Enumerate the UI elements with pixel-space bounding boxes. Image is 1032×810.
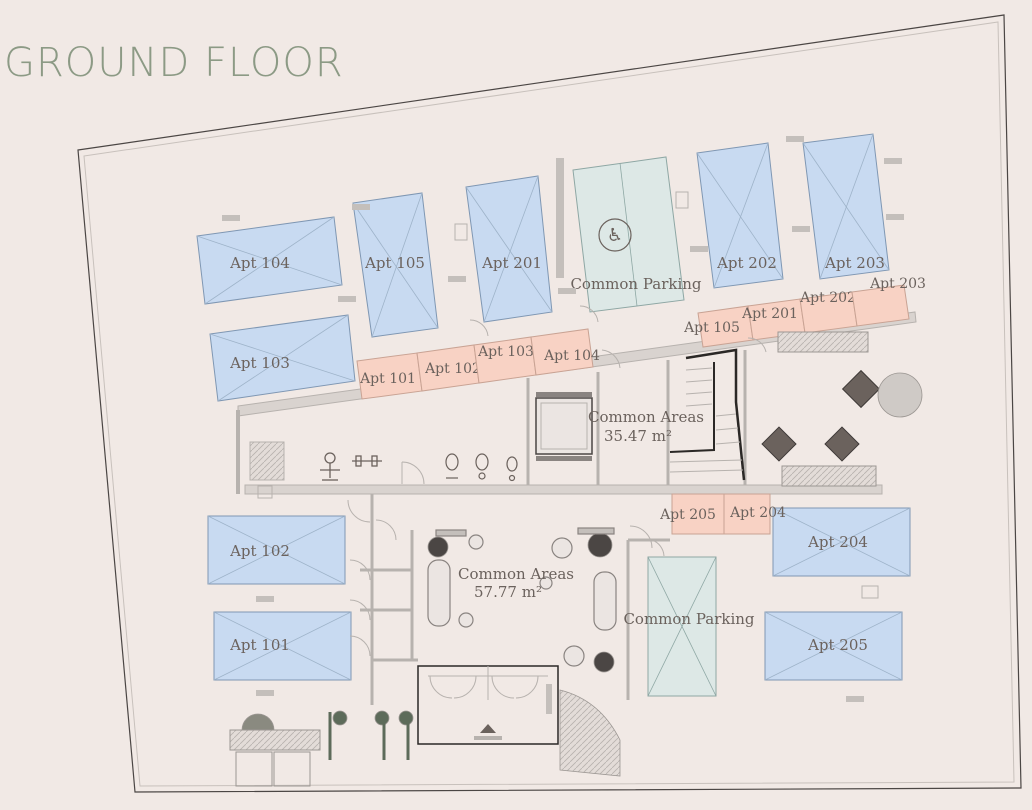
sofa-icon bbox=[427, 527, 617, 667]
parking-spaces: Apt 104 Apt 105 Apt 201 ♿ Common Parking bbox=[196, 133, 911, 697]
parking-label: Apt 203 bbox=[824, 254, 885, 272]
storage-apt-101[interactable]: Apt 101 bbox=[356, 352, 423, 400]
common-area-size: 57.77 m² bbox=[474, 583, 542, 601]
parking-label: Apt 201 bbox=[481, 254, 542, 272]
parking-space-apt-103[interactable]: Apt 103 bbox=[209, 314, 356, 402]
storage-apt-201[interactable]: Apt 201 bbox=[741, 298, 806, 341]
storage-apt-105[interactable]: Apt 105 bbox=[683, 305, 754, 348]
table-chairs-icon bbox=[761, 369, 881, 462]
storage-label: Apt 202 bbox=[799, 290, 856, 306]
parking-space-apt-201[interactable]: Apt 201 bbox=[465, 175, 553, 323]
lower-walls bbox=[360, 350, 747, 705]
parking-label: Apt 204 bbox=[807, 533, 868, 551]
parking-space-apt-202[interactable]: Apt 202 bbox=[696, 142, 784, 289]
parking-label: Apt 103 bbox=[229, 354, 290, 372]
storage-label: Apt 102 bbox=[424, 361, 481, 377]
storage-label: Apt 204 bbox=[729, 505, 786, 521]
parking-label: Common Parking bbox=[570, 275, 701, 293]
parking-space-common-1[interactable]: ♿ Common Parking bbox=[570, 156, 702, 313]
common-area-name: Common Areas bbox=[588, 408, 704, 426]
storage-label: Apt 201 bbox=[741, 306, 798, 322]
parking-space-apt-105[interactable]: Apt 105 bbox=[352, 192, 439, 338]
elevator-icon bbox=[535, 392, 593, 461]
plot-boundary-inner bbox=[83, 21, 1015, 787]
gym-equipment-icon bbox=[320, 452, 382, 481]
common-area-name: Common Areas bbox=[458, 565, 574, 583]
storage-apt-204[interactable]: Apt 204 bbox=[723, 493, 786, 535]
common-area-lower[interactable]: Common Areas 57.77 m² bbox=[458, 565, 574, 601]
page-title: GROUND FLOOR bbox=[4, 40, 344, 86]
garden-planter bbox=[229, 712, 410, 787]
parking-space-apt-205[interactable]: Apt 205 bbox=[764, 611, 903, 681]
parking-label: Apt 202 bbox=[716, 254, 777, 272]
storage-label: Apt 105 bbox=[683, 320, 740, 336]
staircase-icon bbox=[669, 348, 746, 481]
storage-apt-103[interactable]: Apt 103 bbox=[473, 336, 537, 384]
parking-label: Apt 205 bbox=[807, 636, 868, 654]
parking-space-apt-102[interactable]: Apt 102 bbox=[207, 515, 346, 585]
storage-label: Apt 203 bbox=[869, 276, 926, 292]
parking-space-apt-204[interactable]: Apt 204 bbox=[772, 507, 911, 577]
sink-icon bbox=[249, 441, 285, 499]
storage-apt-203[interactable]: Apt 203 bbox=[851, 276, 926, 327]
parking-space-common-2[interactable]: Common Parking bbox=[623, 556, 755, 697]
storage-units: Apt 101 Apt 102 Apt 103 Apt 104 Apt 105 … bbox=[356, 276, 926, 535]
storage-apt-205[interactable]: Apt 205 bbox=[659, 493, 725, 535]
door-icon bbox=[347, 305, 767, 657]
entrance-lobby[interactable] bbox=[417, 665, 559, 745]
wheelchair-icon bbox=[598, 218, 632, 252]
wheelchair-icon-glyph: ♿ bbox=[607, 225, 623, 246]
parking-space-apt-101[interactable]: Apt 101 bbox=[213, 611, 352, 681]
plot-boundary bbox=[77, 14, 1022, 793]
storage-label: Apt 205 bbox=[659, 507, 716, 523]
storage-label: Apt 101 bbox=[359, 371, 416, 387]
toilet-icon bbox=[445, 453, 518, 482]
parking-label: Apt 105 bbox=[364, 254, 425, 272]
parking-space-apt-203[interactable]: Apt 203 bbox=[802, 133, 890, 280]
storage-label: Apt 103 bbox=[477, 344, 534, 360]
common-area-size: 35.47 m² bbox=[604, 427, 672, 445]
entrance-arrow-icon bbox=[480, 724, 496, 733]
storage-apt-202[interactable]: Apt 202 bbox=[799, 290, 858, 334]
parking-label: Apt 104 bbox=[229, 254, 290, 272]
parking-label: Common Parking bbox=[623, 610, 754, 628]
storage-label: Apt 104 bbox=[543, 348, 600, 364]
parking-space-apt-104[interactable]: Apt 104 bbox=[196, 216, 343, 305]
parking-label: Apt 102 bbox=[229, 542, 290, 560]
storage-apt-104[interactable]: Apt 104 bbox=[530, 328, 600, 376]
parking-label: Apt 101 bbox=[229, 636, 290, 654]
storage-apt-102[interactable]: Apt 102 bbox=[416, 344, 481, 392]
common-area-upper[interactable]: Common Areas 35.47 m² bbox=[588, 408, 704, 445]
parking-stops bbox=[222, 136, 904, 702]
terrace-bench bbox=[777, 331, 877, 487]
